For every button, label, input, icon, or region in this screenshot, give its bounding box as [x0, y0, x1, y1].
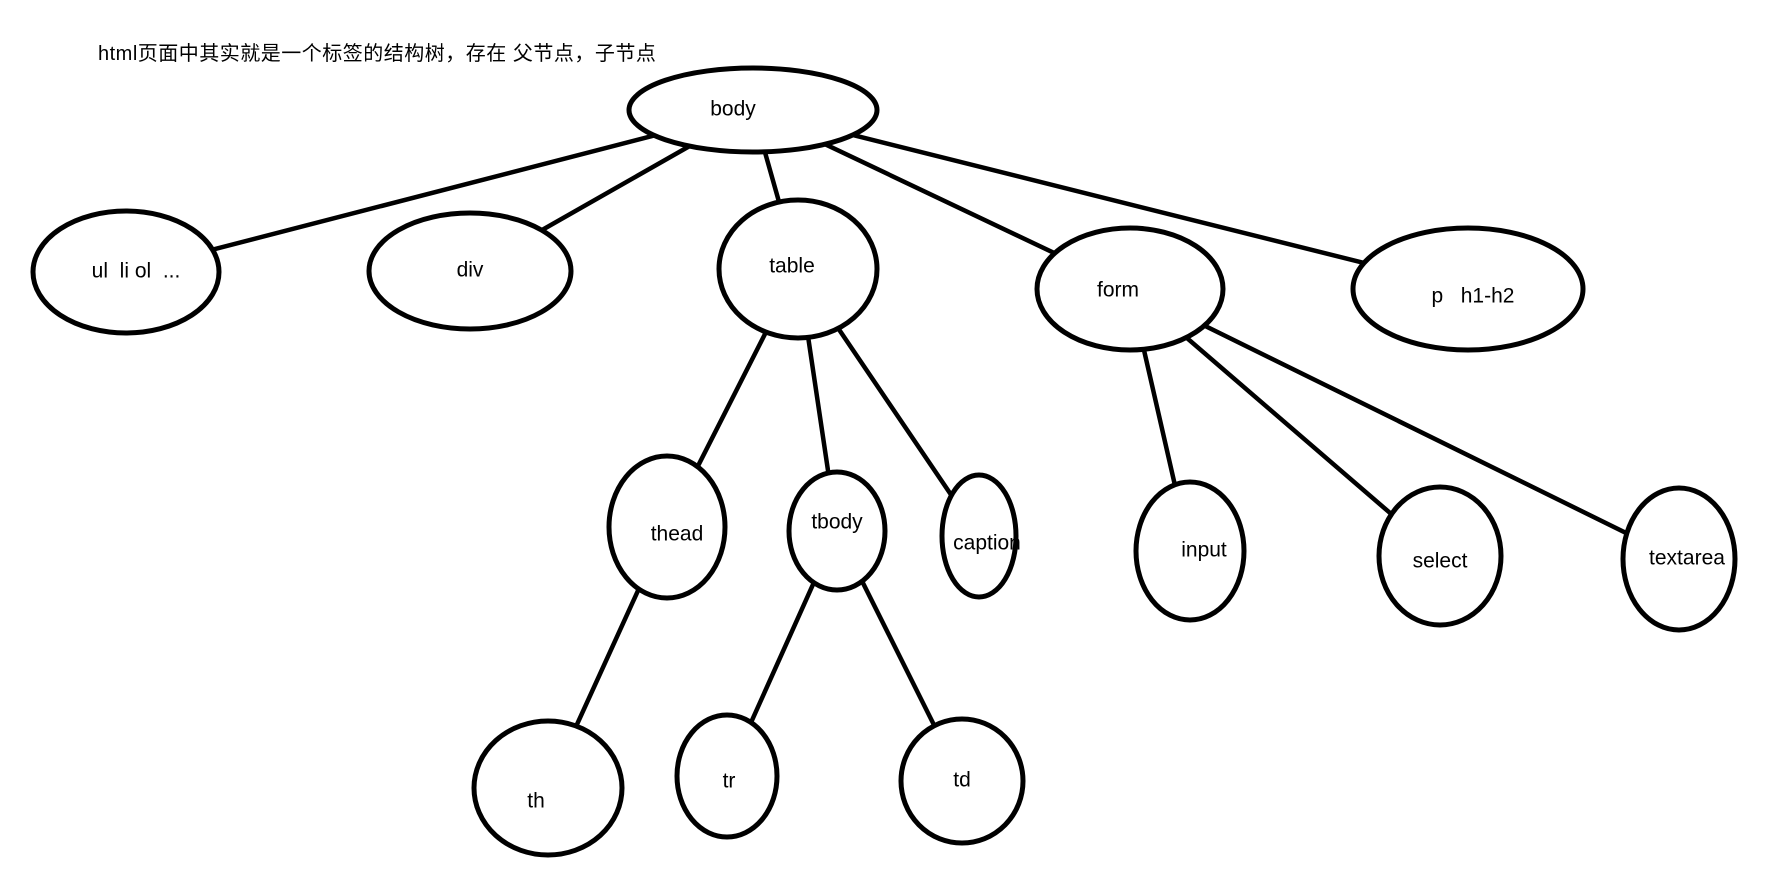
node-label-tr: tr [723, 770, 736, 793]
node-ellipse-body [626, 65, 880, 155]
node-label-table: table [769, 255, 815, 278]
node-ellipse-table [716, 197, 880, 341]
edge-body-p-h1-h2 [750, 107, 1471, 292]
node-ellipse-select [1376, 484, 1504, 628]
node-p-h1-h2: p h1-h2 [1350, 225, 1586, 353]
node-ellipse-caption [939, 472, 1019, 600]
node-caption: caption [939, 472, 1021, 600]
node-select: select [1376, 484, 1504, 628]
node-label-tbody: tbody [811, 511, 863, 534]
node-label-div: div [457, 259, 484, 282]
node-label-textarea: textarea [1649, 547, 1725, 570]
node-ellipse-ul-li-ol [30, 208, 222, 336]
node-label-th: th [527, 790, 545, 813]
node-th: th [471, 718, 625, 858]
node-ellipse-div [366, 210, 574, 332]
node-tr: tr [674, 712, 780, 840]
node-label-thead: thead [651, 523, 704, 546]
node-form: form [1034, 225, 1226, 353]
node-label-form: form [1097, 279, 1139, 302]
node-ellipse-form [1034, 225, 1226, 353]
node-body: body [626, 65, 880, 155]
node-ellipse-input [1133, 479, 1247, 623]
node-ellipse-thead [606, 453, 728, 601]
node-label-td: td [953, 769, 971, 792]
node-label-body: body [710, 98, 756, 121]
edges-layer [123, 107, 1682, 791]
node-textarea: textarea [1620, 485, 1738, 633]
edge-body-ul-li-ol [123, 107, 756, 275]
node-table: table [716, 197, 880, 341]
node-tbody: tbody [786, 469, 888, 593]
node-ellipse-tr [674, 712, 780, 840]
node-ul-li-ol: ul li ol ... [30, 208, 222, 336]
node-label-select: select [1413, 550, 1468, 573]
node-label-p-h1-h2: p h1-h2 [1432, 285, 1515, 308]
nodes-layer: body ul li ol ... div table form p h1-h2 thead… [30, 65, 1738, 858]
node-ellipse-tbody [786, 469, 888, 593]
node-label-caption: caption [953, 532, 1021, 555]
node-ellipse-th [471, 718, 625, 858]
node-td: td [898, 716, 1026, 846]
node-ellipse-p-h1-h2 [1350, 225, 1586, 353]
node-ellipse-td [898, 716, 1026, 846]
node-label-ul-li-ol: ul li ol ... [92, 260, 181, 283]
node-input: input [1133, 479, 1247, 623]
node-thead: thead [606, 453, 728, 601]
node-ellipse-textarea [1620, 485, 1738, 633]
node-div: div [366, 210, 574, 332]
edge-form-textarea [1127, 286, 1682, 562]
diagram-title: html页面中其实就是一个标签的结构树，存在 父节点，子节点 [98, 43, 657, 65]
node-label-input: input [1181, 539, 1227, 562]
